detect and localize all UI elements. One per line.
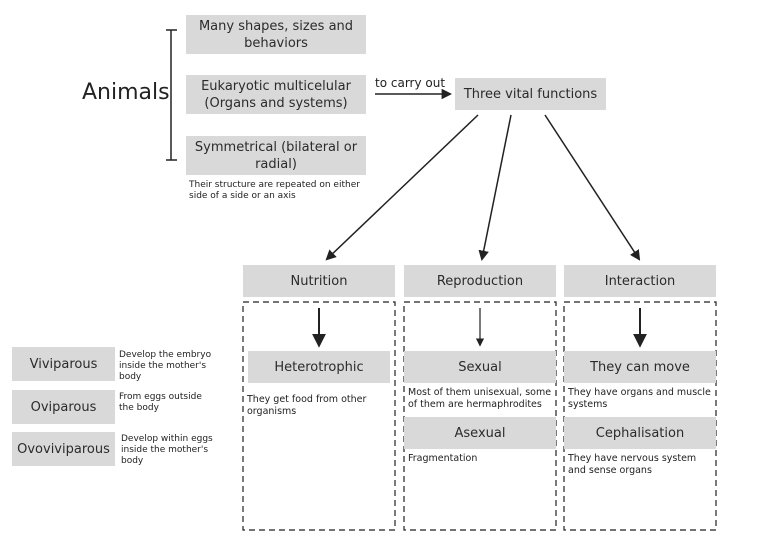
viviparous-note: Develop the embryo inside the mother's b… xyxy=(119,350,212,382)
animals-bracket xyxy=(166,29,177,161)
viviparous-box: Viviparous xyxy=(12,347,115,381)
cephalisation-note: They have nervous system and sense organ… xyxy=(568,453,697,476)
trait-symmetrical: Symmetrical (bilateral or radial) xyxy=(186,136,366,175)
arrow-to-interaction xyxy=(544,114,641,261)
sexual-box: Sexual xyxy=(404,351,556,383)
reproduction-container xyxy=(403,301,557,531)
vital-functions-box: Three vital functions xyxy=(455,78,606,110)
nutrition-container xyxy=(242,301,396,531)
oviparous-box: Oviparous xyxy=(12,390,115,424)
ovoviviparous-box: Ovoviviparous xyxy=(12,432,115,466)
arrow-to-reproduction xyxy=(478,114,512,262)
trait-shapes: Many shapes, sizes and behaviors xyxy=(186,15,366,54)
cephalisation-box: Cephalisation xyxy=(564,417,716,449)
nutrition-header: Nutrition xyxy=(243,265,395,297)
interaction-header: Interaction xyxy=(564,265,716,297)
arrow-to-nutrition xyxy=(325,114,479,261)
animals-title: Animals xyxy=(82,80,170,105)
ovoviviparous-note: Develop within eggs inside the mother's … xyxy=(121,434,213,466)
trait-eukaryotic: Eukaryotic multicelular (Organs and syst… xyxy=(186,75,366,114)
asexual-note: Fragmentation xyxy=(408,453,478,464)
sexual-note: Most of them unisexual, some of them are… xyxy=(408,387,552,410)
reproduction-header: Reproduction xyxy=(404,265,556,297)
oviparous-note: From eggs outside the body xyxy=(119,392,202,413)
asexual-box: Asexual xyxy=(404,417,556,449)
heterotrophic-note: They get food from other organisms xyxy=(247,394,367,417)
can-move-note: They have organs and muscle systems xyxy=(568,387,711,410)
symmetry-note: Their structure are repeated on either s… xyxy=(189,180,360,201)
interaction-container xyxy=(563,301,717,531)
carry-out-label: to carry out xyxy=(375,76,446,90)
heterotrophic-box: Heterotrophic xyxy=(248,351,390,383)
can-move-box: They can move xyxy=(564,351,716,383)
